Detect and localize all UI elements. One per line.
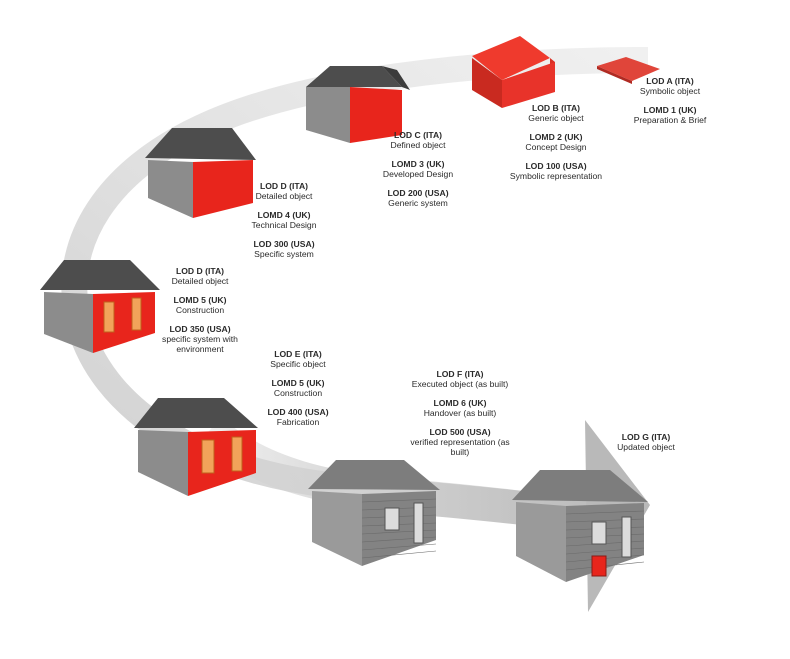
stage-h-ita-title: LOD G (ITA): [621, 432, 671, 442]
stage-f-uk: LOMD 5 (UK)Construction: [246, 378, 350, 399]
stage-c-ita-desc: Defined object: [390, 140, 446, 151]
stage-g-usa-desc: verified representation (as built): [410, 437, 510, 458]
stage-g-label: LOD F (ITA)Executed object (as built) LO…: [397, 369, 523, 466]
stage-h-ita-desc: Updated object: [617, 442, 675, 453]
stage-h-ita: LOD G (ITA)Updated object: [598, 432, 694, 453]
stage-g-usa: LOD 500 (USA)verified representation (as…: [397, 427, 523, 458]
stage-b-uk-title: LOMD 2 (UK): [529, 131, 583, 142]
stage-d-usa: LOD 300 (USA)Specific system: [232, 239, 336, 260]
stage-g-uk-desc: Handover (as built): [423, 408, 497, 419]
stage-f-usa-desc: Fabrication: [276, 417, 320, 428]
stage-d-ita: LOD D (ITA)Detailed object: [232, 181, 336, 202]
stage-f-usa-title: LOD 400 (USA): [267, 406, 329, 417]
stage-b-usa: LOD 100 (USA)Symbolic representation: [495, 161, 617, 182]
stage-f-uk-desc: Construction: [273, 388, 323, 399]
stage-a-uk-desc: Preparation & Brief: [633, 115, 707, 126]
stage-b-uk: LOMD 2 (UK)Concept Design: [495, 132, 617, 153]
stage-f-house: [134, 398, 258, 496]
stage-c-ita: LOD C (ITA)Defined object: [366, 130, 470, 151]
stage-b-uk-desc: Concept Design: [525, 142, 587, 153]
stage-c-usa: LOD 200 (USA)Generic system: [366, 188, 470, 209]
stage-c-ita-title: LOD C (ITA): [393, 130, 443, 140]
stage-c-label: LOD C (ITA)Defined object LOMD 3 (UK)Dev…: [366, 130, 470, 216]
stage-c-uk-title: LOMD 3 (UK): [391, 158, 445, 169]
stage-e-usa: LOD 350 (USA)specific system with enviro…: [144, 324, 256, 355]
stage-f-ita: LOD E (ITA)Specific object: [246, 349, 350, 370]
stage-c-uk-desc: Developed Design: [382, 169, 454, 180]
stage-b-usa-desc: Symbolic representation: [509, 171, 603, 182]
stage-d-uk-desc: Technical Design: [251, 220, 317, 231]
stage-g-uk-title: LOMD 6 (UK): [433, 397, 487, 408]
stage-h-house: [512, 470, 648, 582]
stage-b-label: LOD B (ITA)Generic object LOMD 2 (UK)Con…: [495, 103, 617, 189]
stage-e-house: [40, 260, 160, 353]
stage-f-ita-desc: Specific object: [270, 359, 326, 370]
stage-e-uk-desc: Construction: [175, 305, 225, 316]
stage-g-ita-desc: Executed object (as built): [411, 379, 509, 390]
stage-f-ita-title: LOD E (ITA): [274, 349, 322, 359]
stage-e-usa-desc: specific system with environment: [162, 334, 238, 355]
stage-d-uk-title: LOMD 4 (UK): [257, 209, 311, 220]
stage-b-ita-desc: Generic object: [528, 113, 584, 124]
stage-e-ita-title: LOD D (ITA): [175, 266, 225, 276]
stage-d-usa-title: LOD 300 (USA): [253, 238, 315, 249]
stage-d-usa-desc: Specific system: [254, 249, 314, 260]
stage-a-slab: [597, 57, 660, 84]
stage-c-usa-desc: Generic system: [388, 198, 448, 209]
stage-a-label: LOD A (ITA)Symbolic object LOMD 1 (UK)Pr…: [615, 76, 725, 134]
stage-c-house: [306, 66, 410, 143]
stage-g-uk: LOMD 6 (UK)Handover (as built): [397, 398, 523, 419]
stage-e-ita-desc: Detailed object: [171, 276, 229, 287]
stage-a-uk-title: LOMD 1 (UK): [643, 104, 697, 115]
stage-e-ita: LOD D (ITA)Detailed object: [144, 266, 256, 287]
stage-b-house: [472, 36, 555, 108]
stage-b-ita: LOD B (ITA)Generic object: [495, 103, 617, 124]
stage-f-label: LOD E (ITA)Specific object LOMD 5 (UK)Co…: [246, 349, 350, 435]
stage-a-uk: LOMD 1 (UK)Preparation & Brief: [615, 105, 725, 126]
stage-g-ita: LOD F (ITA)Executed object (as built): [397, 369, 523, 390]
stage-c-usa-title: LOD 200 (USA): [387, 187, 449, 198]
stage-a-ita-title: LOD A (ITA): [646, 76, 694, 86]
stage-b-usa-title: LOD 100 (USA): [525, 160, 587, 171]
stage-c-uk: LOMD 3 (UK)Developed Design: [366, 159, 470, 180]
stage-f-uk-title: LOMD 5 (UK): [271, 377, 325, 388]
stage-d-ita-title: LOD D (ITA): [259, 181, 309, 191]
stage-g-usa-title: LOD 500 (USA): [429, 426, 491, 437]
stage-h-label: LOD G (ITA)Updated object: [598, 432, 694, 461]
stage-e-uk-title: LOMD 5 (UK): [173, 294, 227, 305]
stage-f-usa: LOD 400 (USA)Fabrication: [246, 407, 350, 428]
stage-d-ita-desc: Detailed object: [255, 191, 313, 202]
stage-g-ita-title: LOD F (ITA): [436, 369, 484, 379]
stage-b-ita-title: LOD B (ITA): [531, 103, 581, 113]
stage-a-ita: LOD A (ITA)Symbolic object: [615, 76, 725, 97]
stage-a-ita-desc: Symbolic object: [639, 86, 701, 97]
stage-e-label: LOD D (ITA)Detailed object LOMD 5 (UK)Co…: [144, 266, 256, 363]
stage-g-house: [308, 460, 440, 566]
stage-d-label: LOD D (ITA)Detailed object LOMD 4 (UK)Te…: [232, 181, 336, 267]
stage-d-house: [145, 128, 256, 218]
stage-e-uk: LOMD 5 (UK)Construction: [144, 295, 256, 316]
stage-d-uk: LOMD 4 (UK)Technical Design: [232, 210, 336, 231]
stage-e-usa-title: LOD 350 (USA): [169, 323, 231, 334]
